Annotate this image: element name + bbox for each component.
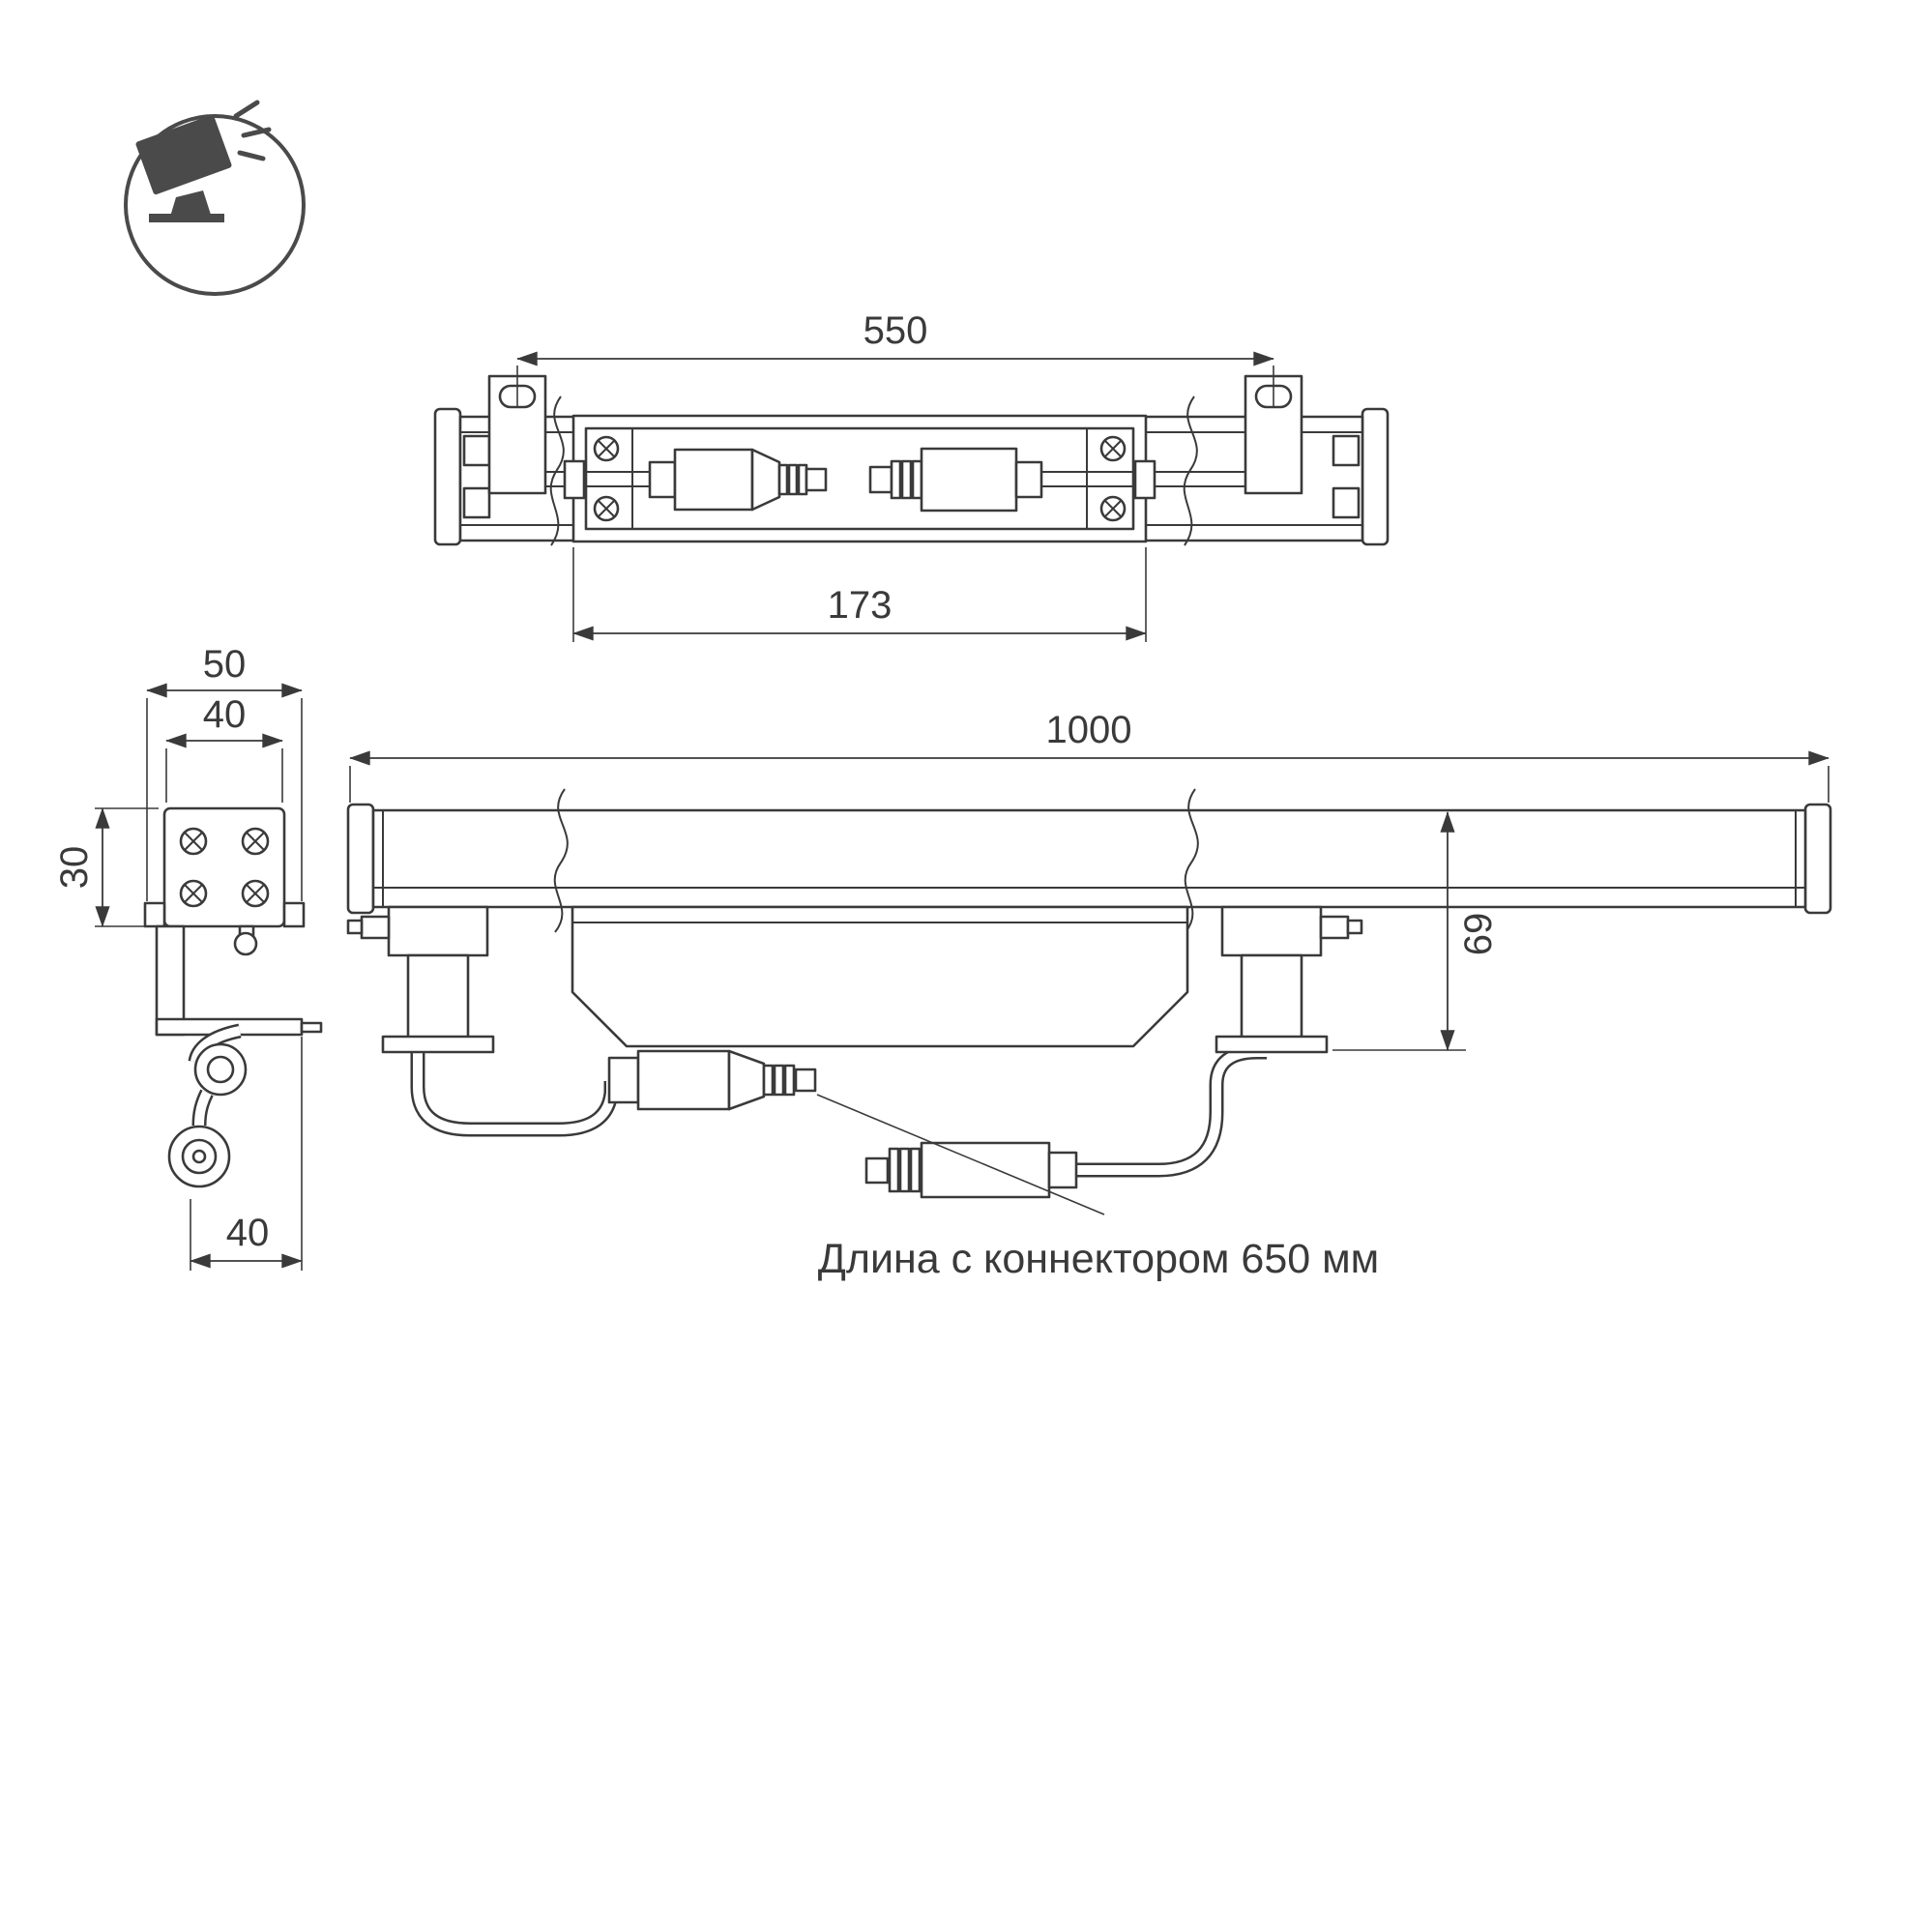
clamp-arm (155, 924, 186, 1037)
dim-30-label: 30 (53, 846, 96, 890)
cable-right (1076, 1044, 1267, 1178)
bracket-bolt (1319, 915, 1350, 940)
dim-40-bottom: 40 (190, 1037, 303, 1271)
side-tab-left (143, 901, 166, 928)
side-view: 50 40 30 (53, 643, 323, 1271)
clamp-lip (300, 1021, 323, 1034)
end-cap-right (1361, 407, 1390, 546)
dim-1000-label: 1000 (1046, 709, 1132, 751)
bracket-bolt (360, 915, 391, 940)
top-view: 550 173 (433, 309, 1390, 642)
plate-screw (179, 879, 208, 908)
dim-173-label: 173 (828, 584, 893, 627)
break-line-left (553, 788, 569, 933)
leader-line (816, 1094, 1105, 1215)
panel-screw (1099, 435, 1127, 462)
panel-screw (593, 435, 620, 462)
dim-40-bottom-label: 40 (226, 1212, 270, 1254)
connector-female (864, 1141, 1078, 1199)
end-fitting (462, 486, 491, 519)
connector-male (648, 448, 828, 512)
mount-bracket-left (346, 905, 495, 1054)
panel-screw (593, 495, 620, 522)
end-fitting (1332, 486, 1361, 519)
dim-69: 69 (1332, 811, 1500, 1051)
dim-40-top-label: 40 (203, 693, 247, 736)
cable-gland-right (1133, 459, 1156, 500)
plate-screw (179, 827, 208, 856)
side-tab-right (282, 901, 306, 928)
end-cap-left (433, 407, 462, 546)
end-cap-right (1803, 803, 1832, 915)
dim-550: 550 (516, 309, 1274, 406)
bracket-plate (162, 806, 286, 928)
connector-end (167, 1125, 231, 1188)
floodlight-head (135, 114, 232, 195)
wiring-panel-inner (584, 426, 1135, 531)
end-cap-left (346, 803, 375, 915)
clamp-bracket (155, 924, 323, 1037)
connector-female (868, 447, 1043, 512)
end-fitting (462, 434, 491, 467)
break-line-right (1184, 788, 1199, 933)
connector-male (607, 1049, 817, 1111)
floodlight-icon (124, 100, 306, 296)
break-line-left (549, 395, 565, 546)
plate-screw (241, 827, 270, 856)
housing-bar (371, 808, 1807, 909)
icon-circle (124, 114, 306, 296)
dim-1000: 1000 (349, 709, 1830, 803)
end-fitting (1332, 434, 1361, 467)
dim-69-label: 69 (1457, 913, 1500, 956)
connector-note: Длина с коннектором 650 мм (818, 1236, 1379, 1282)
floodlight-stand (170, 190, 211, 217)
driver-box (571, 905, 1189, 1048)
mount-bracket-right (1215, 905, 1363, 1054)
plate-screw (241, 879, 270, 908)
dim-50-label: 50 (203, 643, 247, 686)
floodlight-base (149, 214, 224, 222)
front-view: 1000 (346, 709, 1832, 1282)
panel-screw (1099, 495, 1127, 522)
break-line-right (1183, 395, 1198, 546)
cable-left (410, 1052, 619, 1137)
light-rays-icon (233, 100, 272, 161)
cable-loop (188, 1023, 248, 1127)
cable-gland-left (563, 459, 586, 500)
dim-50: 50 (146, 643, 303, 901)
dim-550-label: 550 (864, 309, 928, 352)
dim-30: 30 (53, 807, 159, 927)
dim-173: 173 (572, 547, 1147, 642)
adjust-knob (233, 931, 258, 956)
dim-40-top: 40 (165, 693, 283, 803)
